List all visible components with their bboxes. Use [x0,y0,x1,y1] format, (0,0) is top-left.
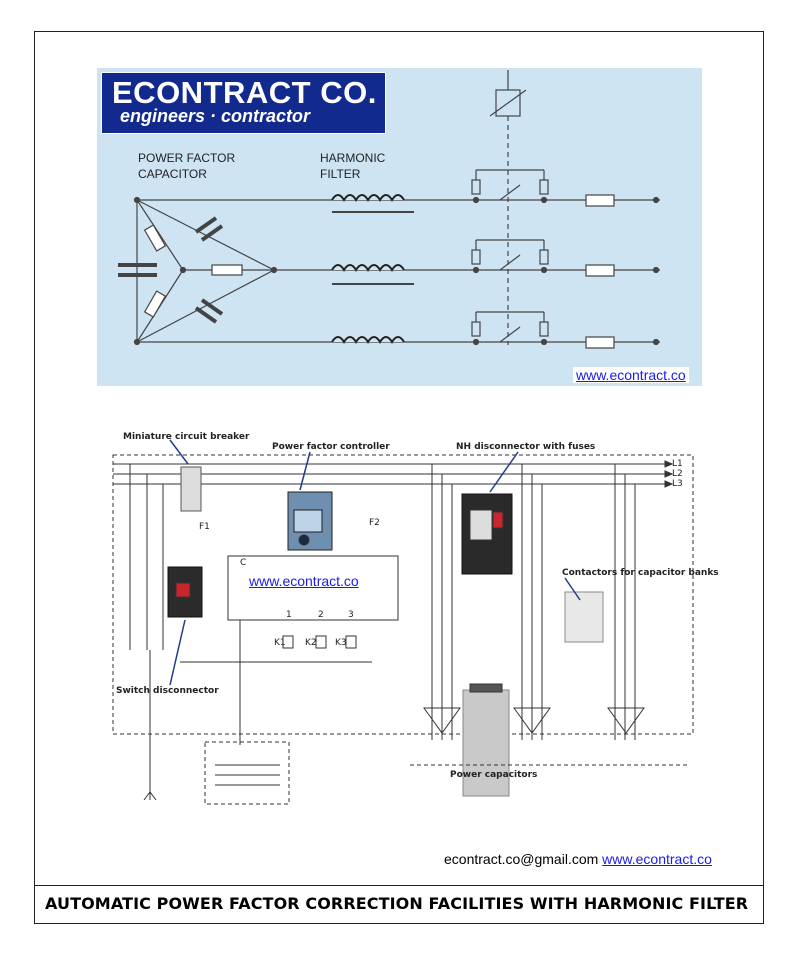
label-filter-line2: FILTER [320,167,361,181]
logo-tagline: engineers · contractor [120,106,311,126]
page-title: AUTOMATIC POWER FACTOR CORRECTION FACILI… [45,894,749,913]
label-harmonic-filter: HARMONIC FILTER [320,150,385,182]
line-l3-label: L3 [672,479,683,489]
label-miniature-circuit-breaker: Miniature circuit breaker [123,432,250,442]
bottom-schematic [112,454,694,805]
contact-website-link[interactable]: www.econtract.co [602,851,712,867]
terminal-c-label: C [240,558,247,568]
top-website-link[interactable]: www.econtract.co [573,367,689,383]
terminal-2-label: 2 [318,610,324,620]
label-power-capacitors: Power capacitors [450,770,538,780]
top-schematic [118,70,660,349]
label-power-factor-controller: Power factor controller [272,442,390,452]
coil-k3-label: K3 [335,638,347,648]
terminal-1-label: 1 [286,610,292,620]
contact-email[interactable]: econtract.co@gmail.com [444,851,599,867]
label-power-factor-capacitor: POWER FACTOR CAPACITOR [138,150,235,182]
contact-line: econtract.co@gmail.com www.econtract.co [444,851,712,867]
fuse-f1-label: F1 [199,522,210,532]
label-filter-line1: HARMONIC [320,151,386,165]
label-nh-disconnector: NH disconnector with fuses [456,442,596,452]
logo-company-name: ECONTRACT CO. [112,75,377,110]
coil-k1-label: K1 [274,638,286,648]
terminal-3-label: 3 [348,610,354,620]
line-l2-label: L2 [672,469,683,479]
fuse-f2-label: F2 [369,518,380,528]
controller-website-link[interactable]: www.econtract.co [249,573,359,589]
title-bar: AUTOMATIC POWER FACTOR CORRECTION FACILI… [34,885,764,924]
label-capacitor-line2: CAPACITOR [138,167,207,181]
label-switch-disconnector: Switch disconnector [116,686,219,696]
label-capacitor-line1: POWER FACTOR [138,151,236,165]
company-logo: ECONTRACT CO. engineers · contractor [101,72,386,134]
line-l1-label: L1 [672,459,683,469]
label-contactors: Contactors for capacitor banks [562,568,719,578]
coil-k2-label: K2 [305,638,317,648]
